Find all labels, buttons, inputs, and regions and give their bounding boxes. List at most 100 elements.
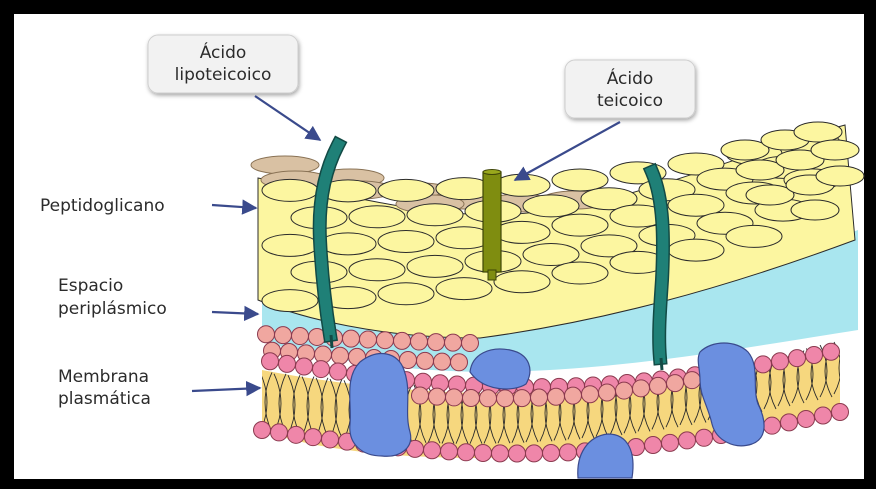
lipid-head — [633, 380, 650, 397]
peptidoglycan-strand — [262, 234, 318, 256]
lipid-head — [764, 417, 781, 434]
lipid-head — [428, 334, 445, 351]
lipid-head — [475, 444, 492, 461]
lipid-head — [548, 388, 565, 405]
lipid-head — [254, 422, 271, 439]
lipid-head — [781, 414, 798, 431]
peptidoglycan-strand — [816, 166, 864, 186]
lipid-head — [514, 390, 531, 407]
peptidoglycan-strand — [349, 206, 405, 228]
lipid-head — [332, 347, 349, 364]
lipid-head — [271, 424, 288, 441]
label-membrane-line1: Membrana — [58, 367, 149, 387]
peptidoglycan-strand — [436, 278, 492, 300]
callout-lipoteichoic-line1: Ácido — [200, 41, 247, 63]
lipid-head — [360, 331, 377, 348]
lipid-head — [434, 353, 451, 370]
lipid-head — [650, 377, 667, 394]
lipid-head — [394, 332, 411, 349]
transmembrane-protein-left — [350, 354, 411, 457]
peptidoglycan-strand — [791, 200, 839, 220]
peptidoglycan-strand — [407, 204, 463, 226]
lipid-head — [463, 389, 480, 406]
peptidoglycan-strand — [494, 174, 550, 196]
teichoic-acid — [483, 170, 501, 281]
peptidoglycan-strand — [378, 283, 434, 305]
lipid-head — [679, 432, 696, 449]
lipid-head — [305, 429, 322, 446]
lipid-head — [412, 387, 429, 404]
callout-lipoteichoic-line2: lipoteicoico — [175, 65, 272, 85]
lipid-head — [662, 434, 679, 451]
lipid-head — [789, 350, 806, 367]
lipid-head — [815, 407, 832, 424]
peptidoglycan-strand — [726, 225, 782, 247]
lipid-head — [582, 386, 599, 403]
label-periplasmic-line2: periplásmico — [58, 299, 167, 319]
lipid-head — [258, 326, 275, 343]
lipid-head — [696, 429, 713, 446]
lipid-head — [458, 444, 475, 461]
lipid-head — [543, 445, 560, 462]
callout-teichoic: Ácido teicoico — [565, 60, 695, 118]
lipid-head — [667, 375, 684, 392]
lipid-head — [755, 356, 772, 373]
lipid-head — [806, 346, 823, 363]
lipid-head — [565, 387, 582, 404]
lipid-head — [262, 353, 279, 370]
peptidoglycan-strand — [552, 262, 608, 284]
lipid-head — [497, 390, 514, 407]
lipid-head — [343, 330, 360, 347]
lipid-head — [531, 389, 548, 406]
callout-teichoic-line1: Ácido — [607, 67, 654, 89]
peptidoglycan-strand — [668, 239, 724, 261]
lipid-head — [451, 354, 468, 371]
label-membrane-line2: plasmática — [58, 389, 151, 409]
lipid-head — [772, 353, 789, 370]
peptidoglycan-strand — [320, 233, 376, 255]
lipid-head — [823, 343, 840, 360]
lipid-head — [424, 442, 441, 459]
lipid-head — [832, 404, 849, 421]
callout-lipoteichoic: Ácido lipoteicoico — [148, 35, 298, 93]
lipid-head — [288, 426, 305, 443]
lipid-head — [446, 389, 463, 406]
lipid-head — [417, 352, 434, 369]
peptidoglycan-strand — [378, 230, 434, 252]
lipid-head — [645, 437, 662, 454]
peptidoglycan-strand — [262, 290, 318, 312]
lipid-head — [429, 388, 446, 405]
label-peptidoglycan: Peptidoglicano — [40, 196, 165, 216]
peptidoglycan-strand — [523, 195, 579, 217]
peptidoglycan-strand — [811, 140, 859, 160]
lipid-head — [411, 333, 428, 350]
lipid-head — [684, 372, 701, 389]
peptidoglycan-strand — [794, 122, 842, 142]
peptidoglycan-strand — [262, 179, 318, 201]
lipid-head — [275, 327, 292, 344]
lipid-head — [441, 443, 458, 460]
peptidoglycan-strand — [349, 259, 405, 281]
lipid-head — [509, 445, 526, 462]
lipid-head — [526, 445, 543, 462]
lipid-head — [480, 390, 497, 407]
lipid-head — [322, 431, 339, 448]
label-periplasmic-line1: Espacio — [58, 276, 123, 296]
lipid-head — [798, 410, 815, 427]
peptidoglycan-strand — [552, 214, 608, 236]
lipid-head — [279, 355, 296, 372]
peptidoglycan-strand — [407, 255, 463, 277]
peptidoglycan-strand — [494, 221, 550, 243]
lipid-head — [445, 334, 462, 351]
lipid-head — [616, 382, 633, 399]
lipid-head — [292, 328, 309, 345]
lipid-head — [599, 384, 616, 401]
lipid-head — [296, 358, 313, 375]
lipid-head — [330, 363, 347, 380]
lipid-head — [313, 361, 330, 378]
callout-teichoic-line2: teicoico — [597, 91, 663, 111]
peptidoglycan-strand — [378, 179, 434, 201]
peptidoglycan-strand — [494, 271, 550, 293]
lipid-head — [377, 332, 394, 349]
